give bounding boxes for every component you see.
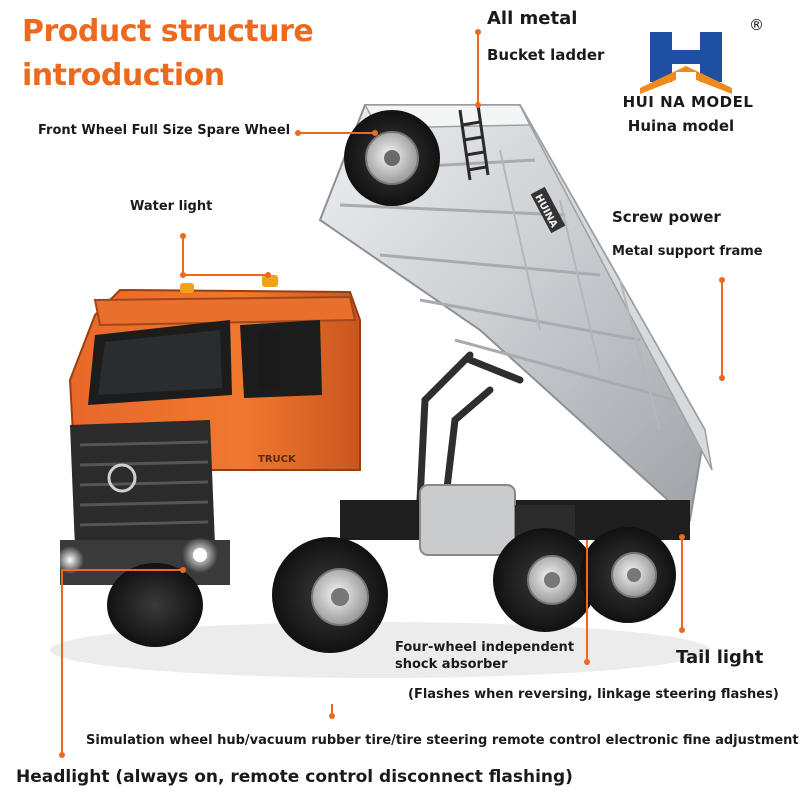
label-shock-absorber-1: Four-wheel independent	[395, 640, 575, 655]
huina-logo-icon	[640, 32, 732, 94]
front-wheel	[272, 537, 388, 653]
dump-bed: HUINA	[318, 104, 713, 522]
title-line-1: Product structure	[22, 14, 314, 49]
title-line-2: introduction	[22, 58, 225, 93]
callout-dots	[59, 29, 725, 758]
brand-subtitle: Huina model	[627, 117, 735, 135]
support-frame	[416, 351, 524, 509]
registered-mark: ®	[749, 16, 764, 34]
label-all-metal: All metal	[487, 8, 578, 29]
bucket-ladder	[458, 104, 490, 181]
label-screw-power: Screw power	[612, 208, 721, 226]
spare-wheel	[344, 110, 440, 206]
label-tail-light: Tail light	[676, 647, 764, 668]
page-title: Product structure introduction	[22, 10, 314, 98]
truck-cab: TRUCK	[56, 275, 361, 585]
rear-wheel-1	[493, 528, 597, 632]
label-tail-light-note: (Flashes when reversing, linkage steerin…	[408, 687, 779, 702]
door-badge: TRUCK	[258, 454, 297, 465]
label-water-light: Water light	[130, 199, 213, 214]
front-wheel-left	[107, 563, 203, 647]
ground-shadow	[50, 622, 710, 678]
label-metal-support-frame: Metal support frame	[612, 244, 763, 259]
label-bucket-ladder: Bucket ladder	[487, 46, 605, 64]
label-shock-absorber-2: shock absorber	[395, 657, 508, 672]
label-spare-wheel: Front Wheel Full Size Spare Wheel	[38, 123, 291, 138]
label-wheel-hub: Simulation wheel hub/vacuum rubber tire/…	[86, 733, 799, 748]
brand-name: HUI NA MODEL	[622, 93, 754, 111]
rear-wheel-2	[580, 527, 676, 623]
label-headlight: Headlight (always on, remote control dis…	[16, 767, 573, 787]
